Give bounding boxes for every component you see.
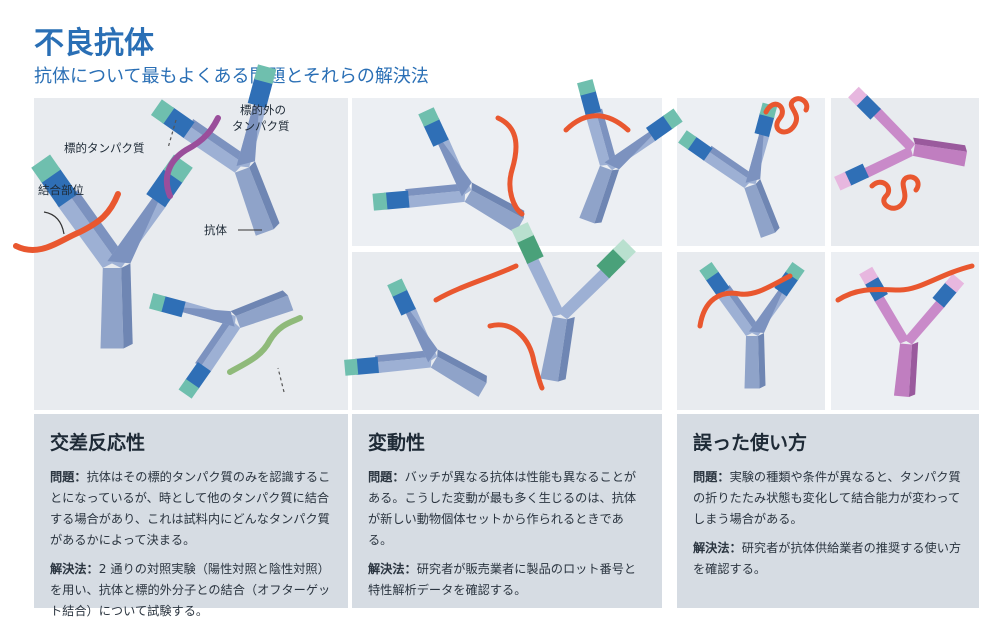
target-protein-label: 標的タンパク質 <box>64 141 145 155</box>
variability-heading: 変動性 <box>368 432 426 454</box>
misuse-heading: 誤った使い方 <box>693 432 808 454</box>
off-target-label-2: タンパク質 <box>232 119 290 133</box>
cross-reactivity-problem: 問題：抗体はその標的タンパク質のみを認識することになっているが、時として他のタン… <box>50 470 331 547</box>
misuse-solution: 解決法：研究者が抗体供給業者の推奨する使い方を確認する。 <box>693 541 962 576</box>
page-title: 不良抗体 <box>34 26 154 61</box>
antibody-label: 抗体 <box>204 223 227 237</box>
misuse-card: 誤った使い方 問題：実験の種類や条件が異なると、タンパク質の折りたたみ状態も変化… <box>677 414 979 608</box>
misuse-problem: 問題：実験の種類や条件が異なると、タンパク質の折りたたみ状態も変化して結合能力が… <box>693 470 961 526</box>
variability-card: 変動性 問題：バッチが異なる抗体は性能も異なることがある。こうした変動が最も多く… <box>352 414 662 608</box>
off-target-label: 標的外の <box>240 103 286 117</box>
variability-problem: 問題：バッチが異なる抗体は性能も異なることがある。こうした変動が最も多く生じるの… <box>368 470 637 547</box>
variability-illustration-bottom <box>352 252 662 410</box>
page-subtitle: 抗体について最もよくある問題とそれらの解決法 <box>34 66 429 87</box>
binding-site-label: 結合部位 <box>38 183 84 197</box>
cross-reactivity-heading: 交差反応性 <box>50 432 146 454</box>
cross-reactivity-card: 交差反応性 問題：抗体はその標的タンパク質のみを認識することになっているが、時と… <box>34 414 348 618</box>
cross-reactivity-solution: 解決法：2 通りの対照実験（陽性対照と陰性対照）を用い、抗体と標的外分子との結合… <box>50 562 331 618</box>
variability-solution: 解決法：研究者が販売業者に製品のロット番号と特性解析データを確認する。 <box>368 562 637 597</box>
